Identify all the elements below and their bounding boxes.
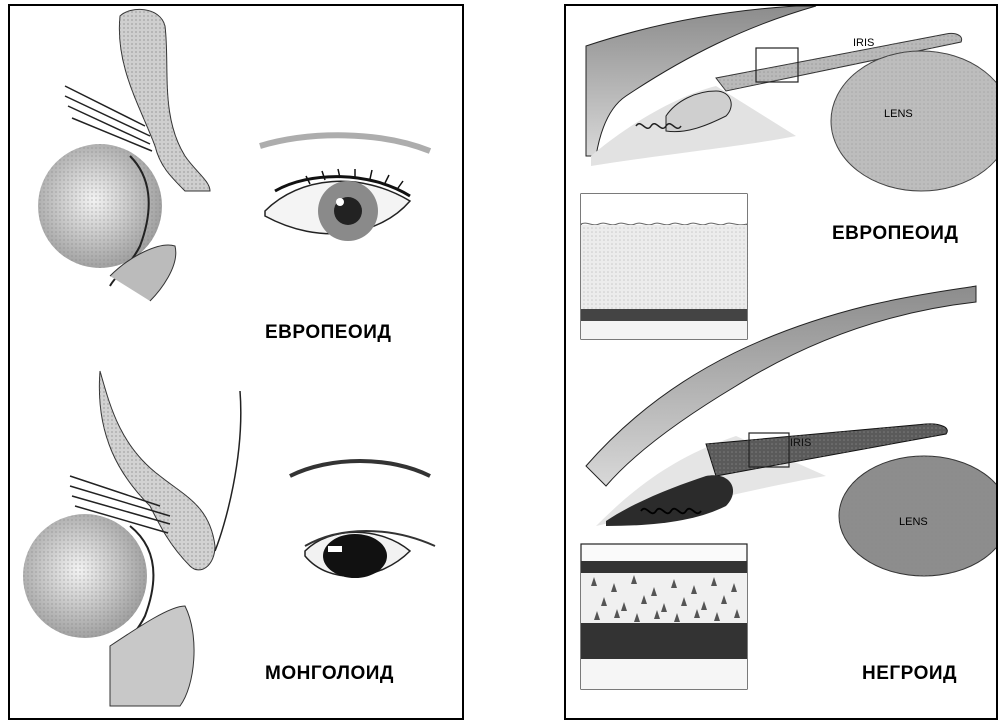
european-iris-cross-section xyxy=(586,6,998,191)
right-panel-iris-comparison: IRIS LENS ЕВРОПЕОИД IRIS LENS НЕГРОИД xyxy=(564,4,998,720)
caption-european-right: ЕВРОПЕОИД xyxy=(832,223,958,245)
iris-label-bottom: IRIS xyxy=(790,437,811,449)
caption-european-left: ЕВРОПЕОИД xyxy=(265,322,391,344)
european-eye xyxy=(260,135,430,241)
mongoloid-eye xyxy=(290,461,435,578)
european-eyelid-cross-section xyxy=(38,9,210,301)
european-iris-layer-detail xyxy=(581,194,747,339)
iris-illustrations xyxy=(566,6,998,720)
lens-label-bottom: LENS xyxy=(899,516,928,528)
lens-label-top: LENS xyxy=(884,108,913,120)
mongoloid-eyelid-cross-section xyxy=(23,371,241,706)
caption-mongoloid: МОНГОЛОИД xyxy=(265,663,394,685)
negroid-iris-layer-detail xyxy=(581,544,747,689)
iris-label-top: IRIS xyxy=(853,37,874,49)
eyelid-illustrations xyxy=(10,6,464,720)
caption-negroid: НЕГРОИД xyxy=(862,663,957,685)
left-panel-eyelid-comparison: ЕВРОПЕОИД МОНГОЛОИД xyxy=(8,4,464,720)
